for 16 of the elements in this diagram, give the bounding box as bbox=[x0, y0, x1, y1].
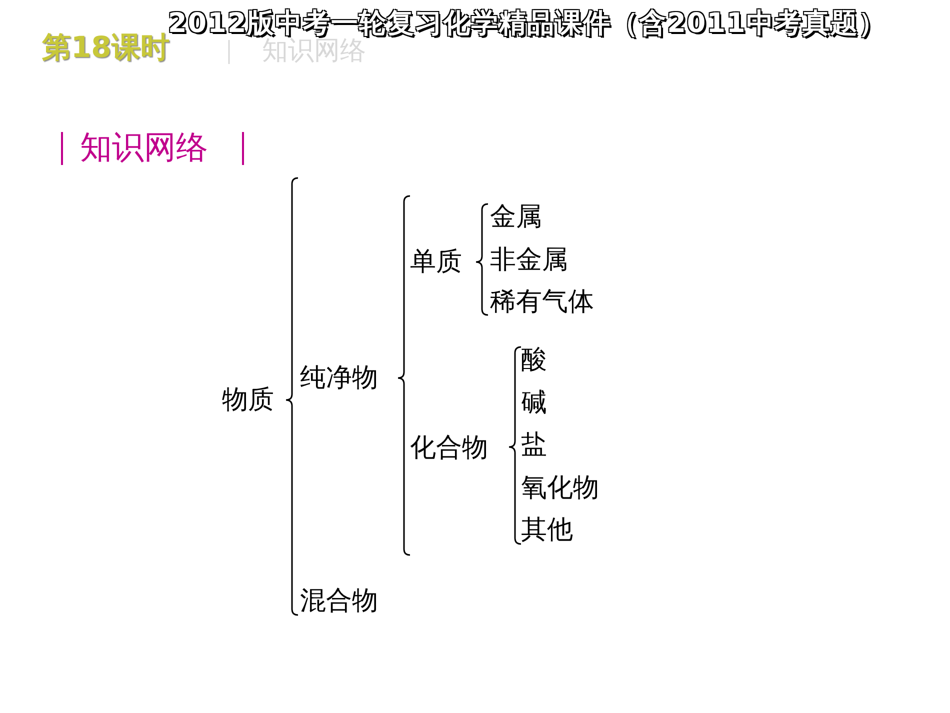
category-label: 单质 bbox=[410, 249, 462, 275]
category-label: 其他 bbox=[521, 517, 573, 543]
category-label: 混合物 bbox=[300, 588, 378, 614]
category-label: 纯净物 bbox=[300, 365, 378, 391]
category-label: 氧化物 bbox=[521, 475, 599, 501]
category-label: 稀有气体 bbox=[490, 289, 594, 315]
category-label: 酸 bbox=[521, 347, 547, 373]
category-label: 碱 bbox=[521, 390, 547, 416]
category-label: 非金属 bbox=[490, 247, 568, 273]
category-label: 物质 bbox=[222, 387, 274, 413]
category-label: 化合物 bbox=[410, 435, 488, 461]
section-heading: 知识网络 bbox=[80, 131, 208, 163]
banner-title: 2012版中考一轮复习化学精品课件（含2011中考真题） bbox=[168, 10, 886, 37]
category-label: 盐 bbox=[521, 432, 547, 458]
category-label: 金属 bbox=[490, 204, 542, 230]
lesson-number: 第18课时 bbox=[42, 33, 170, 62]
